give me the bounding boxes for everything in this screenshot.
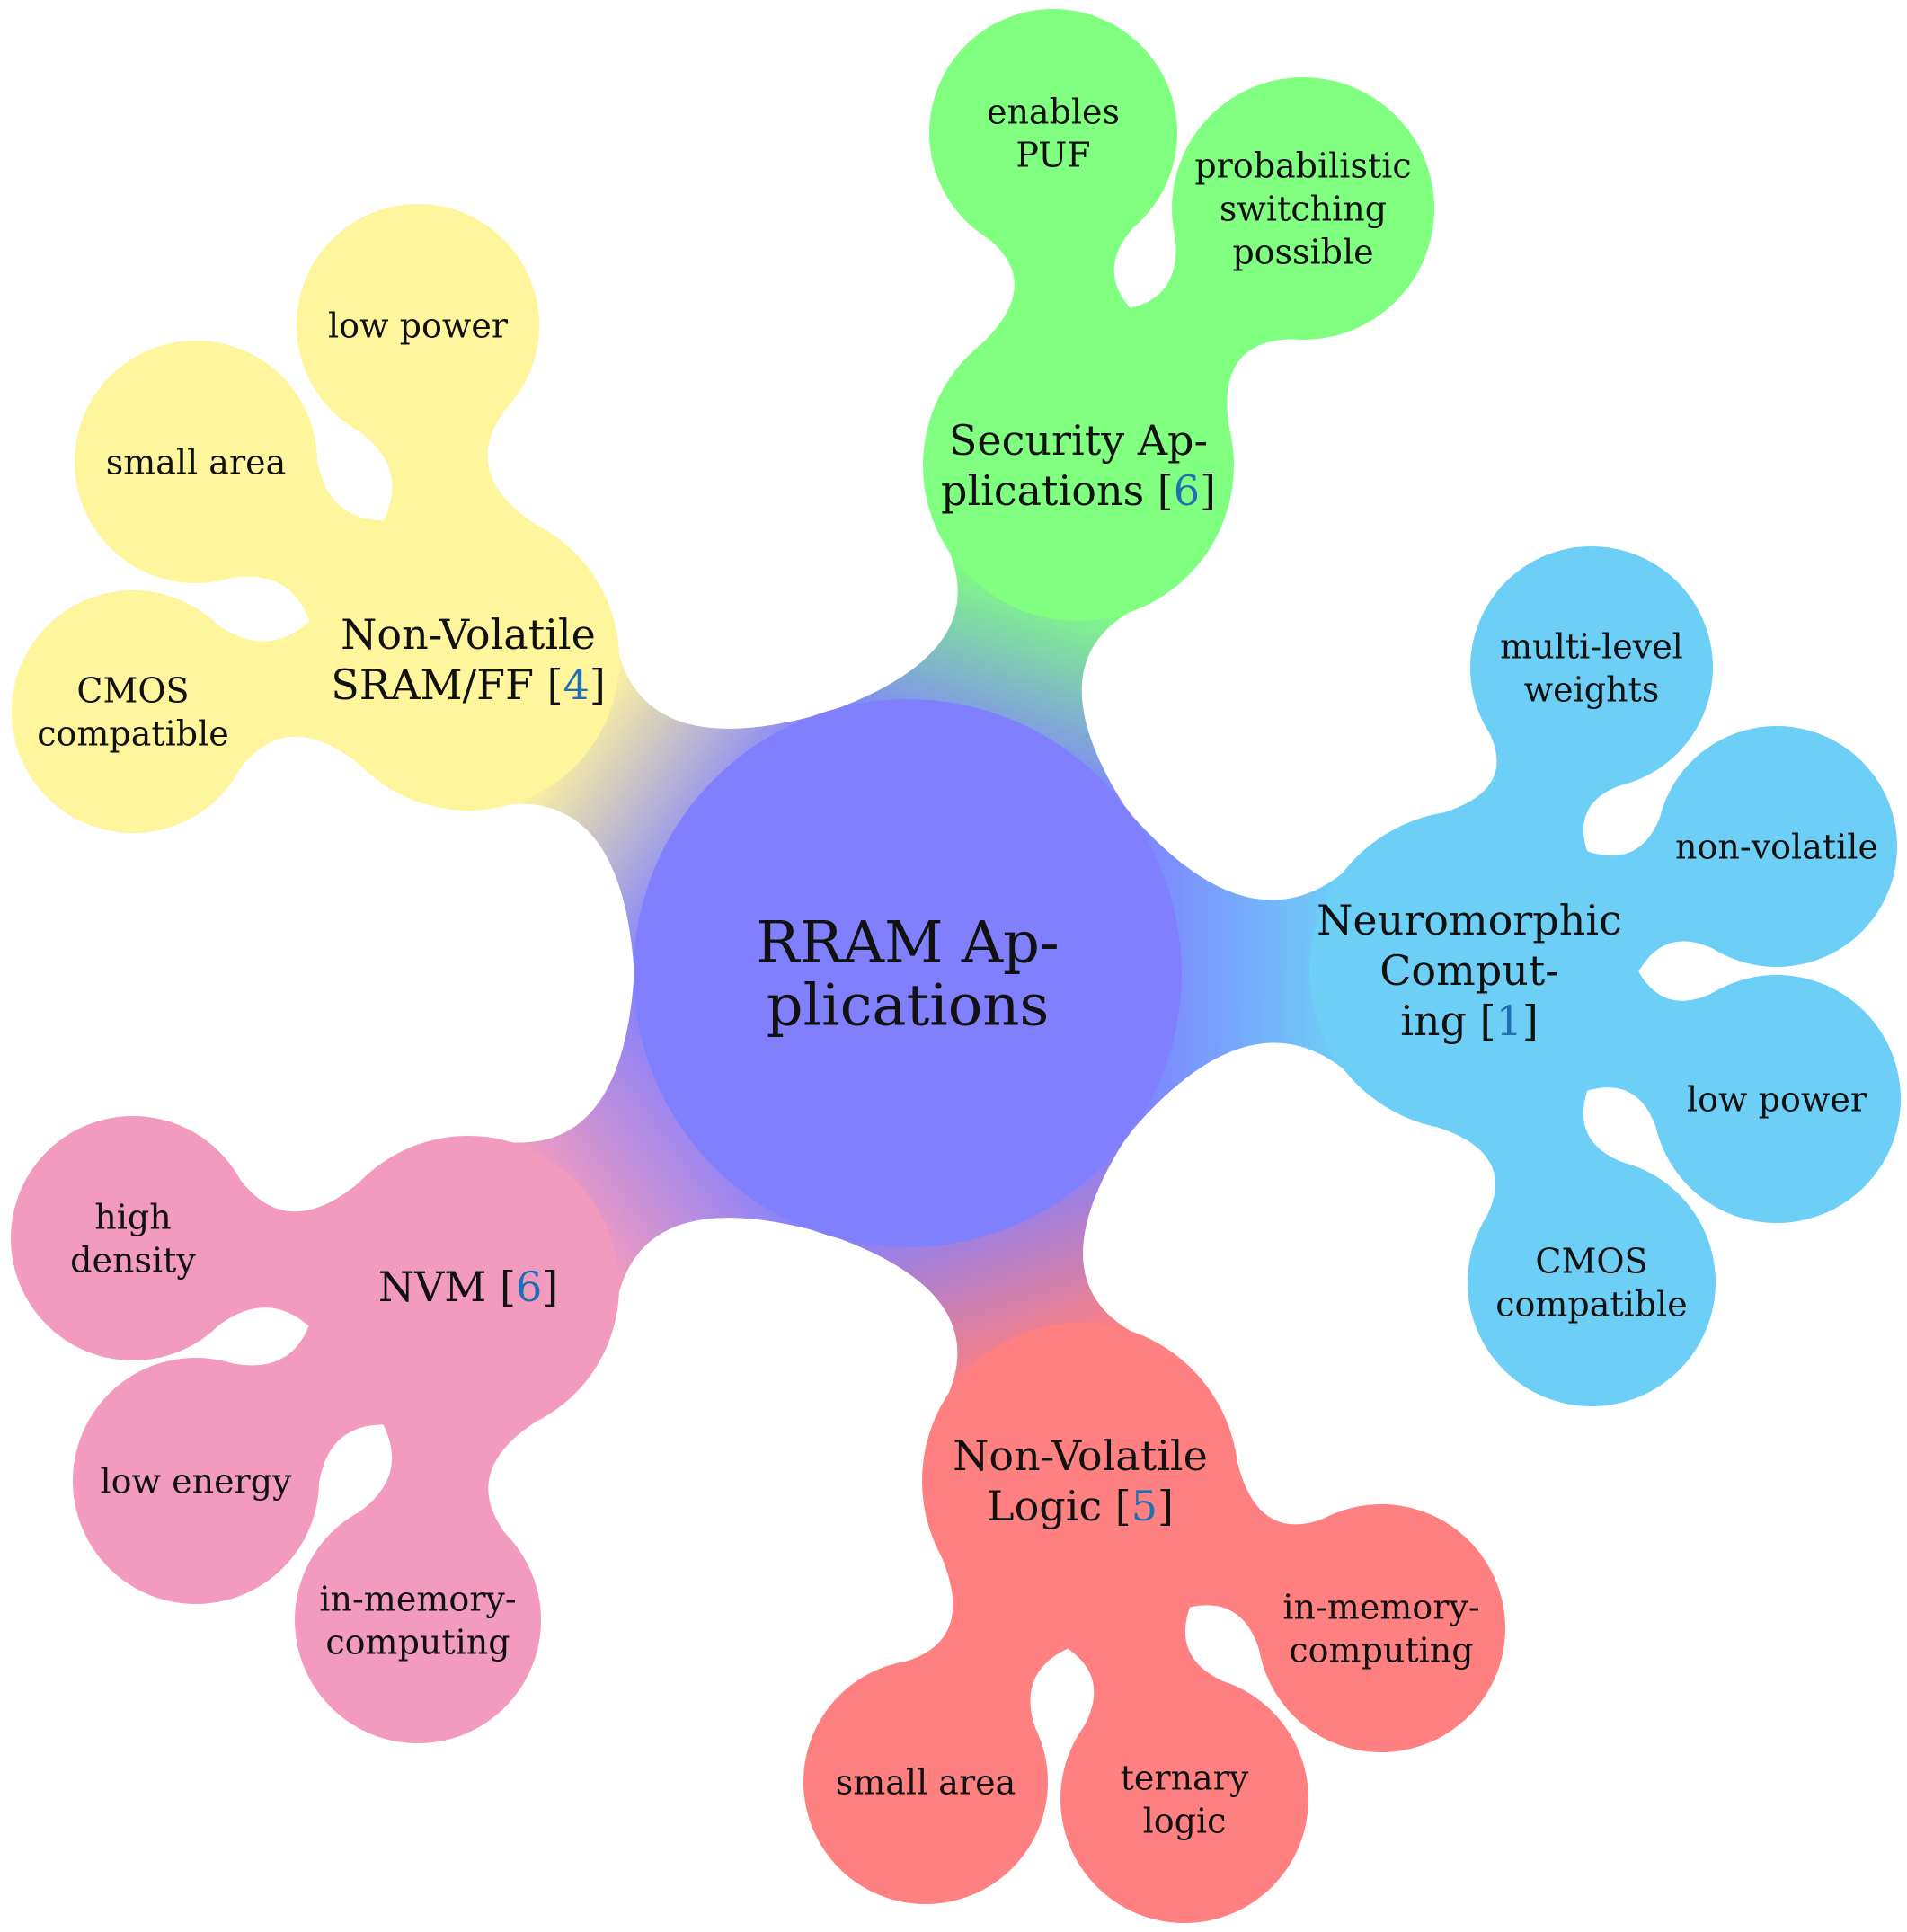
branch-node-nvm-label-line: NVM [ bbox=[378, 1263, 516, 1311]
leaf-node-logic-label: in-memory-computing bbox=[1282, 1587, 1479, 1670]
leaf-node-neuromorphic-label: low power bbox=[1687, 1079, 1867, 1119]
branch-node-nvm bbox=[317, 1136, 619, 1438]
leaf-node-neuromorphic-label-line: multi-level bbox=[1500, 626, 1683, 666]
leaf-node-security bbox=[1172, 77, 1434, 340]
branch-node-security-label-bracket: ] bbox=[1200, 466, 1216, 515]
leaf-node-sram-label-line: CMOS bbox=[76, 670, 189, 710]
leaf-node-security-label-line: PUF bbox=[1016, 135, 1090, 174]
leaf-node-sram-label-line: small area bbox=[106, 442, 287, 482]
branch-node-sram-label-line: Non-Volatile bbox=[341, 610, 596, 659]
citation-number[interactable]: 5 bbox=[1131, 1482, 1158, 1530]
leaf-node-sram-label-line: low power bbox=[328, 306, 509, 345]
branch-node-logic-label-line: Non-Volatile bbox=[953, 1431, 1208, 1480]
leaf-node-sram bbox=[297, 204, 539, 447]
leaf-node-sram bbox=[75, 341, 317, 583]
leaf-node-neuromorphic-label-line: non-volatile bbox=[1675, 827, 1878, 866]
leaf-node-security-label: probabilistic switching possible bbox=[1194, 146, 1411, 271]
leaf-node-neuromorphic-label: non-volatile bbox=[1675, 827, 1878, 866]
leaf-node-neuromorphic bbox=[1470, 546, 1713, 789]
leaf-node-security-label-line: probabilistic bbox=[1194, 146, 1411, 185]
leaf-node-sram bbox=[12, 590, 254, 833]
branch-node-neuromorphic-label-line: Comput- bbox=[1379, 946, 1559, 995]
leaf-node-neuromorphic bbox=[1656, 726, 1897, 967]
leaf-node-sram-label: small area bbox=[106, 442, 287, 482]
connector-nvm-child bbox=[229, 1279, 427, 1488]
leaf-node-security bbox=[929, 9, 1177, 257]
leaf-node-neuromorphic-label-line: compatible bbox=[1495, 1284, 1688, 1324]
leaf-node-logic-label-line: small area bbox=[836, 1762, 1016, 1802]
leaf-node-security-label-line: enables bbox=[987, 92, 1120, 131]
leaf-node-logic bbox=[1257, 1504, 1505, 1752]
branch-node-security-label-line: plications [ bbox=[941, 466, 1174, 515]
leaf-node-nvm-label-line: in-memory- bbox=[319, 1579, 516, 1618]
leaf-node-security-label-line: switching bbox=[1220, 189, 1387, 228]
branch-node-nvm-label: NVM [6] bbox=[378, 1263, 558, 1311]
citation-number[interactable]: 1 bbox=[1496, 997, 1522, 1045]
leaf-node-nvm-label: high density bbox=[70, 1197, 196, 1280]
leaf-node-security-label-line: possible bbox=[1232, 232, 1373, 271]
leaf-node-sram-label: low power bbox=[328, 306, 509, 345]
branch-node-logic-label-line: Logic [ bbox=[987, 1482, 1131, 1530]
leaf-node-logic bbox=[803, 1660, 1048, 1904]
branch-node-neuromorphic-label-line: ing [ bbox=[1400, 997, 1495, 1045]
branch-node-logic bbox=[922, 1323, 1238, 1639]
nodes: RRAM Ap-plications Security Ap-plications… bbox=[11, 9, 1901, 1923]
connector-sram-child bbox=[228, 456, 429, 667]
leaf-node-logic bbox=[1060, 1675, 1308, 1923]
leaf-node-nvm bbox=[295, 1497, 541, 1743]
citation-number[interactable]: 6 bbox=[516, 1263, 542, 1311]
leaf-node-logic-label-line: logic bbox=[1143, 1801, 1227, 1840]
leaf-node-neuromorphic-label-line: CMOS bbox=[1535, 1241, 1647, 1281]
branch-node-nvm-label-bracket: ] bbox=[542, 1263, 558, 1311]
leaf-node-nvm bbox=[11, 1116, 255, 1360]
leaf-node-nvm-label-line: computing bbox=[325, 1622, 510, 1662]
branch-node-sram bbox=[317, 509, 619, 811]
leaf-node-neuromorphic-label-line: low power bbox=[1687, 1079, 1867, 1119]
root-node-label-line: RRAM Ap- bbox=[756, 909, 1059, 976]
leaf-node-nvm-label-line: high bbox=[94, 1197, 171, 1236]
branch-node-security bbox=[923, 310, 1234, 621]
branch-node-sram-label-bracket: ] bbox=[590, 660, 606, 709]
leaf-node-nvm-label-line: low energy bbox=[100, 1461, 292, 1501]
branch-node-neuromorphic bbox=[1309, 811, 1629, 1130]
root-node-label: RRAM Ap-plications bbox=[756, 909, 1059, 1039]
leaf-node-nvm-label: in-memory-computing bbox=[319, 1579, 516, 1662]
root-node bbox=[634, 699, 1182, 1247]
citation-number[interactable]: 4 bbox=[563, 660, 590, 709]
leaf-node-sram-label-line: compatible bbox=[37, 713, 229, 753]
branch-node-neuromorphic-label-line: Neuromorphic bbox=[1317, 896, 1622, 944]
connector-root-neuromorphic bbox=[1120, 802, 1345, 1142]
branch-node-logic-label-bracket: ] bbox=[1158, 1482, 1174, 1530]
leaf-node-logic-label: ternary logic bbox=[1121, 1758, 1249, 1840]
branch-node-neuromorphic-label-bracket: ] bbox=[1522, 997, 1539, 1045]
connector-security-child bbox=[1086, 232, 1298, 438]
leaf-node-logic-label-line: in-memory- bbox=[1282, 1587, 1479, 1626]
leaf-node-logic-label: small area bbox=[836, 1762, 1016, 1802]
leaf-node-neuromorphic bbox=[1653, 975, 1901, 1223]
leaf-node-logic-label-line: ternary bbox=[1121, 1758, 1249, 1797]
leaf-node-nvm-label-line: density bbox=[70, 1240, 196, 1280]
branch-node-security-label: Security Ap-plications [6] bbox=[941, 416, 1216, 515]
leaf-node-nvm bbox=[73, 1358, 319, 1604]
branch-node-security-label-line: Security Ap- bbox=[949, 416, 1208, 465]
leaf-node-neuromorphic bbox=[1468, 1158, 1716, 1406]
citation-number[interactable]: 6 bbox=[1174, 466, 1200, 515]
root-node-label-line: plications bbox=[767, 972, 1050, 1039]
branch-node-sram-label-line: SRAM/FF [ bbox=[331, 660, 563, 709]
leaf-node-nvm-label: low energy bbox=[100, 1461, 292, 1501]
leaf-node-neuromorphic-label-line: weights bbox=[1524, 669, 1660, 709]
leaf-node-logic-label-line: computing bbox=[1289, 1630, 1473, 1670]
